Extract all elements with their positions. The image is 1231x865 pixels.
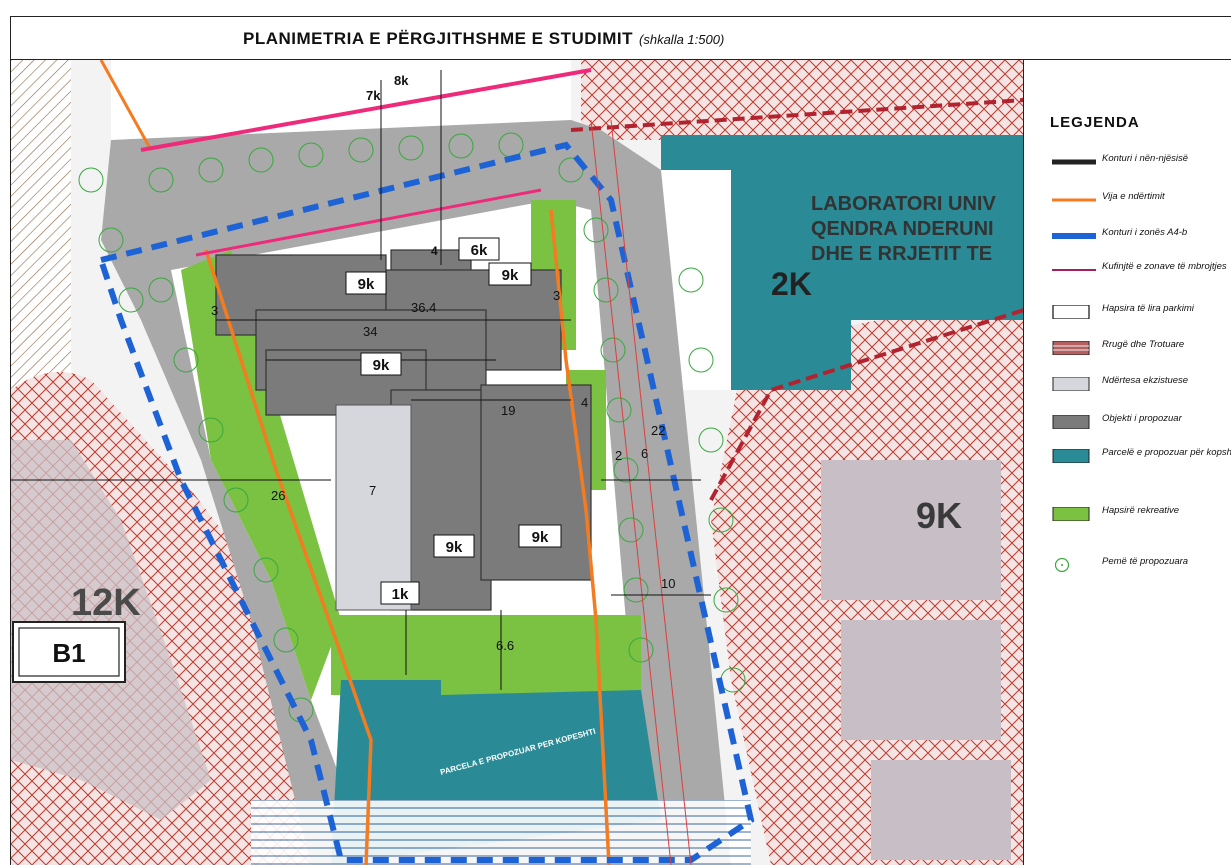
red-thin-line-2 xyxy=(610,119,692,865)
tag-9k-d: 9k xyxy=(446,539,463,556)
legend-item-hapesira-rekreative: Hapsirë rekreative xyxy=(1024,502,1231,526)
title-bar: PLANIMETRIA E PËRGJITHSHME E STUDIMIT (sh… xyxy=(10,16,1231,60)
legend-label: Konturi i zonës A4-b xyxy=(1102,227,1188,238)
left-hatch-strip xyxy=(11,60,71,410)
tag-7k: 7k xyxy=(366,88,381,103)
tag-4: 4 xyxy=(431,244,438,258)
zone-2k-parcel-lower xyxy=(731,300,851,390)
dim-6: 6 xyxy=(641,446,648,461)
block-b1-label: B1 xyxy=(52,638,85,668)
legend-label: Kufinjtë e zonave të mbrojtjes xyxy=(1102,261,1227,272)
lab-label-line3: DHE E RRJETIT TE xyxy=(811,243,992,265)
thick-blue-line-icon xyxy=(1052,233,1096,239)
zone-12k-label: 12K xyxy=(71,582,141,624)
teal-box-icon xyxy=(1052,449,1090,463)
dim-10: 10 xyxy=(661,576,675,591)
building-line-top xyxy=(99,60,153,151)
dim-22: 22 xyxy=(651,423,665,438)
hatched-box-icon xyxy=(1052,341,1090,355)
lab-label-line1: LABORATORI UNIV xyxy=(811,193,996,215)
site-plan-svg[interactable]: LABORATORI UNIV QENDRA NDERUNI DHE E RRJ… xyxy=(11,60,1023,865)
legend-item-hapesira-parkimi: Hapsira të lira parkimi xyxy=(1024,300,1231,324)
dim-34: 34 xyxy=(363,324,377,339)
legend-label: Hapsira të lira parkimi xyxy=(1102,303,1194,314)
legend-label: Objekti i propozuar xyxy=(1102,413,1182,424)
tag-8k: 8k xyxy=(394,73,409,88)
legend-item-ndertesa-ekzistuese: Ndërtesa ekzistuese xyxy=(1024,372,1231,396)
green-box-icon xyxy=(1052,507,1090,521)
tree-circle-icon xyxy=(1054,558,1070,572)
site-plan-map[interactable]: LABORATORI UNIV QENDRA NDERUNI DHE E RRJ… xyxy=(10,60,1023,865)
tag-6k: 6k xyxy=(471,242,488,259)
existing-building-9k-1 xyxy=(821,460,1001,600)
plan-scale: (shkalla 1:500) xyxy=(639,32,725,47)
plan-title: PLANIMETRIA E PËRGJITHSHME E STUDIMIT (sh… xyxy=(243,29,724,49)
plan-title-text: PLANIMETRIA E PËRGJITHSHME E STUDIMIT xyxy=(243,29,634,48)
legend-label: Konturi i nën-njësisë xyxy=(1102,153,1189,164)
building-line-left xyxy=(204,249,373,865)
dim-19: 19 xyxy=(501,403,515,418)
gray-box-icon xyxy=(1052,415,1090,429)
legend-item-objekt-propozuar: Objekti i propozuar xyxy=(1024,410,1231,434)
building-line-right xyxy=(549,209,611,865)
zone-boundary-top xyxy=(140,68,592,152)
thin-red-line-icon xyxy=(1052,269,1096,271)
legend-item-parcela-perbashket: Parcelë e propozuar për kopshtin xyxy=(1024,444,1231,468)
legend-item-kontur-zones: Konturi i zonës A4-b xyxy=(1024,224,1231,248)
legend-title: LEGJENDA xyxy=(1050,114,1140,131)
legend-label: Rrugë dhe Trotuare xyxy=(1102,339,1185,350)
zone-9k-boundary xyxy=(709,308,1023,501)
orange-line-icon xyxy=(1052,198,1096,202)
white-box-icon xyxy=(1052,305,1090,319)
dim-36-4: 36.4 xyxy=(411,300,436,315)
legend-label: Pemë të propozuara xyxy=(1102,556,1189,567)
dim-26: 26 xyxy=(271,488,285,503)
legend-item-pemet-propozuara: Pemë të propozuara xyxy=(1024,553,1231,577)
tag-9k-a: 9k xyxy=(358,276,375,293)
legend-panel: LEGJENDA Konturi i nën-njësisë Vija e nd… xyxy=(1023,60,1231,865)
bottom-hatch-area xyxy=(251,800,751,865)
dim-4: 4 xyxy=(581,395,588,410)
legend-item-rruge-trotuare: Rrugë dhe Trotuare xyxy=(1024,336,1231,360)
tag-9k-b: 9k xyxy=(502,267,519,284)
dim-6-6: 6.6 xyxy=(496,638,514,653)
zone-boundary-site xyxy=(195,188,542,257)
proposed-trees xyxy=(78,132,746,723)
zone-2k-label: 2K xyxy=(771,266,812,302)
tag-9k-c: 9k xyxy=(373,357,390,374)
existing-building-9k-2 xyxy=(841,620,1001,740)
top-right-protected-zone xyxy=(581,60,1023,140)
red-thin-line-1 xyxy=(590,119,672,865)
zone-contour-a4b xyxy=(97,141,755,863)
thick-black-line-icon xyxy=(1052,159,1096,165)
legend-item-kontur-nen-njesise: Konturi i nën-njësisë xyxy=(1024,150,1231,174)
zone-top-boundary xyxy=(570,98,1023,132)
legend-item-kufinjte-zonave: Kufinjtë e zonave të mbrojtjes xyxy=(1024,258,1231,282)
block-b1-marker[interactable]: B1 xyxy=(12,621,126,683)
legend-label: Hapsirë rekreative xyxy=(1102,505,1180,516)
legend-label: Ndërtesa ekzistuese xyxy=(1102,375,1189,386)
legend-label: Vija e ndërtimit xyxy=(1102,191,1165,202)
zone-9k-label: 9K xyxy=(916,495,962,536)
existing-building-9k-3 xyxy=(871,760,1011,860)
tag-1k: 1k xyxy=(392,586,409,603)
dim-3a: 3 xyxy=(211,303,218,318)
lab-label-line2: QENDRA NDERUNI xyxy=(811,218,994,240)
legend-item-vija-ndertimit: Vija e ndërtimit xyxy=(1024,188,1231,212)
dim-2: 2 xyxy=(615,448,622,463)
existing-building-light xyxy=(335,404,412,611)
recreation-green-left xyxy=(181,250,341,700)
tag-9k-e: 9k xyxy=(532,529,549,546)
dim-3b: 3 xyxy=(553,288,560,303)
lightgray-box-icon xyxy=(1052,377,1090,391)
dim-7: 7 xyxy=(369,483,376,498)
legend-label: Parcelë e propozuar për kopshtin xyxy=(1102,447,1231,458)
